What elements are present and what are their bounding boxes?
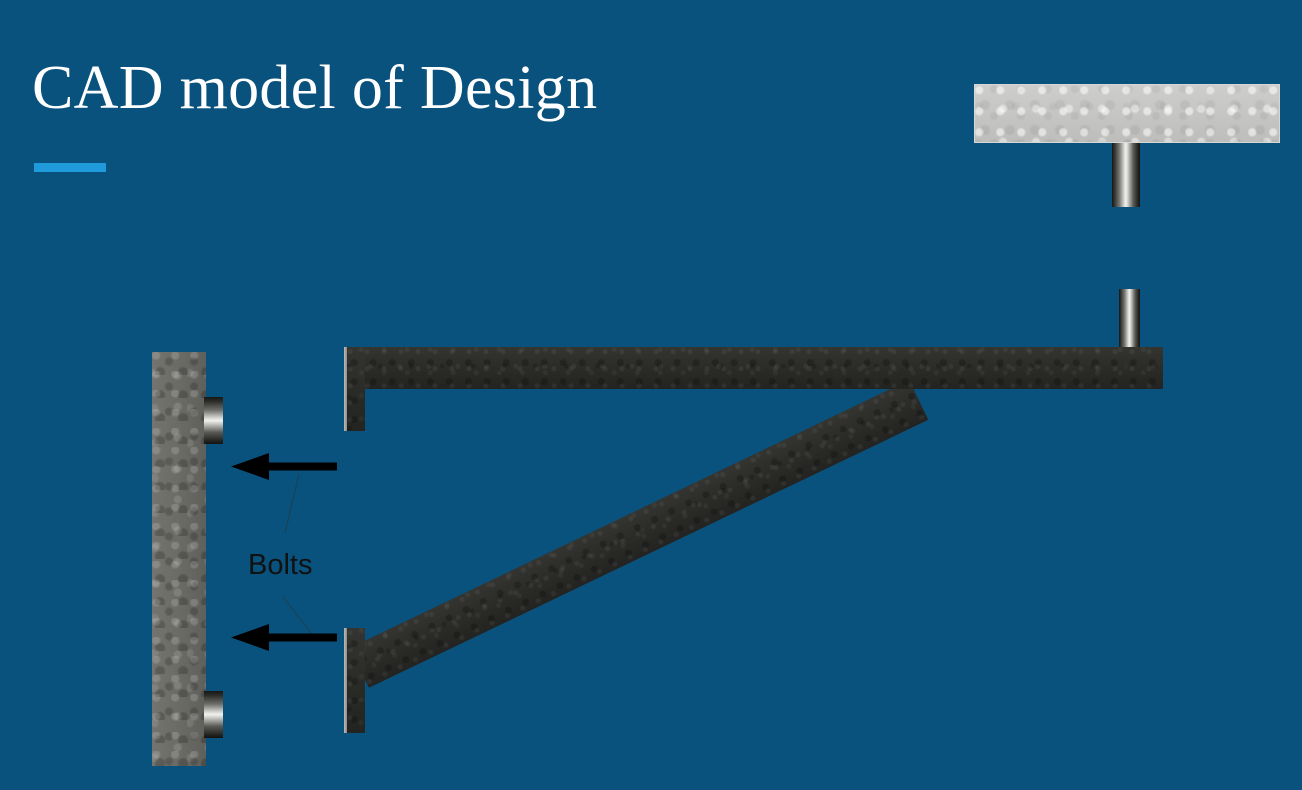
- horizontal-beam: [347, 347, 1163, 389]
- diagonal-brace: [350, 380, 929, 688]
- beam-top-bolt: [1119, 289, 1140, 349]
- wall-plate: [152, 352, 206, 766]
- bolt-callout-arrow-bottom: [231, 624, 337, 651]
- horizontal-beam-end-plate: [344, 347, 365, 431]
- ceiling-bolt-icon: [1112, 143, 1140, 207]
- diagonal-brace-end-plate: [344, 628, 365, 733]
- bolt-callout-arrow-top: [231, 453, 337, 480]
- page-title: CAD model of Design: [32, 54, 598, 122]
- title-accent-bar: [34, 163, 106, 172]
- wall-bolt-bottom: [204, 691, 223, 738]
- bolts-callout-label: Bolts: [248, 549, 313, 581]
- ceiling-plate: [974, 84, 1280, 143]
- wall-bolt-top: [204, 397, 223, 444]
